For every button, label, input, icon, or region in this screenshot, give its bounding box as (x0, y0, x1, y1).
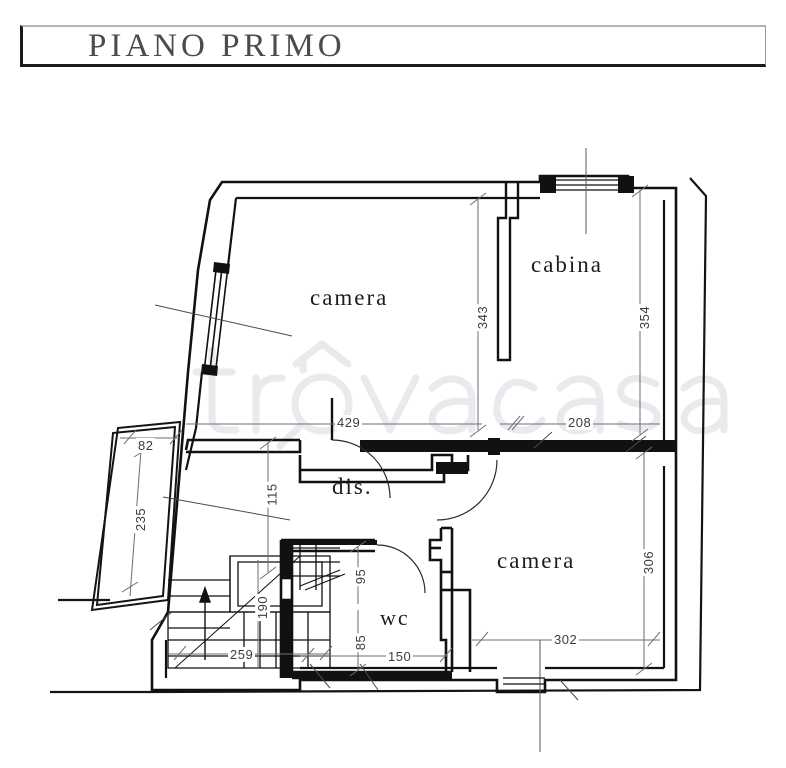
dimension-190: 190 (255, 593, 271, 622)
dimension-85: 85 (353, 632, 369, 653)
door-wc (376, 544, 426, 594)
stair-direction-arrow (199, 585, 211, 660)
room-label-wc: wc (380, 605, 410, 630)
window-cabina-top (556, 179, 618, 191)
dimension-95: 95 (353, 566, 369, 587)
dimension-259: 259 (228, 647, 256, 662)
dimension-354: 354 (637, 303, 653, 332)
leader-ticks (149, 431, 647, 701)
room-label-camera-bottom: camera (497, 548, 576, 573)
dimension-343: 343 (475, 303, 491, 332)
wc-wall-fills (281, 540, 452, 678)
dimension-306: 306 (641, 548, 657, 577)
window-camera-slanted (201, 262, 230, 376)
interior-wall-disimpegno (298, 453, 470, 484)
window-centerlines (539, 148, 587, 752)
room-label-camera-top: camera (310, 285, 389, 310)
door-camera-top (330, 398, 391, 499)
interior-wall-cabina (496, 182, 520, 362)
dimension-302: 302 (552, 632, 580, 647)
title-bar (20, 25, 766, 67)
dimension-429: 429 (335, 415, 363, 430)
dimension-235: 235 (133, 505, 149, 534)
window-camera-bottom (503, 677, 545, 685)
dimension-leader-slanted-window (154, 304, 293, 521)
dimension-208: 208 (566, 415, 594, 430)
property-boundary (50, 177, 708, 694)
room-label-disimpegno: dis. (332, 474, 373, 499)
dimension-115: 115 (264, 481, 280, 508)
room-label-cabina: cabina (531, 252, 604, 277)
exterior-walls-inner (164, 196, 666, 678)
dimension-82: 82 (136, 438, 156, 453)
page-title: PIANO PRIMO (88, 28, 346, 64)
door-camera-bottom (436, 459, 498, 521)
interior-wall-mid (184, 438, 676, 455)
wall-stub-cabina (540, 176, 634, 193)
dimension-150: 150 (386, 649, 414, 664)
